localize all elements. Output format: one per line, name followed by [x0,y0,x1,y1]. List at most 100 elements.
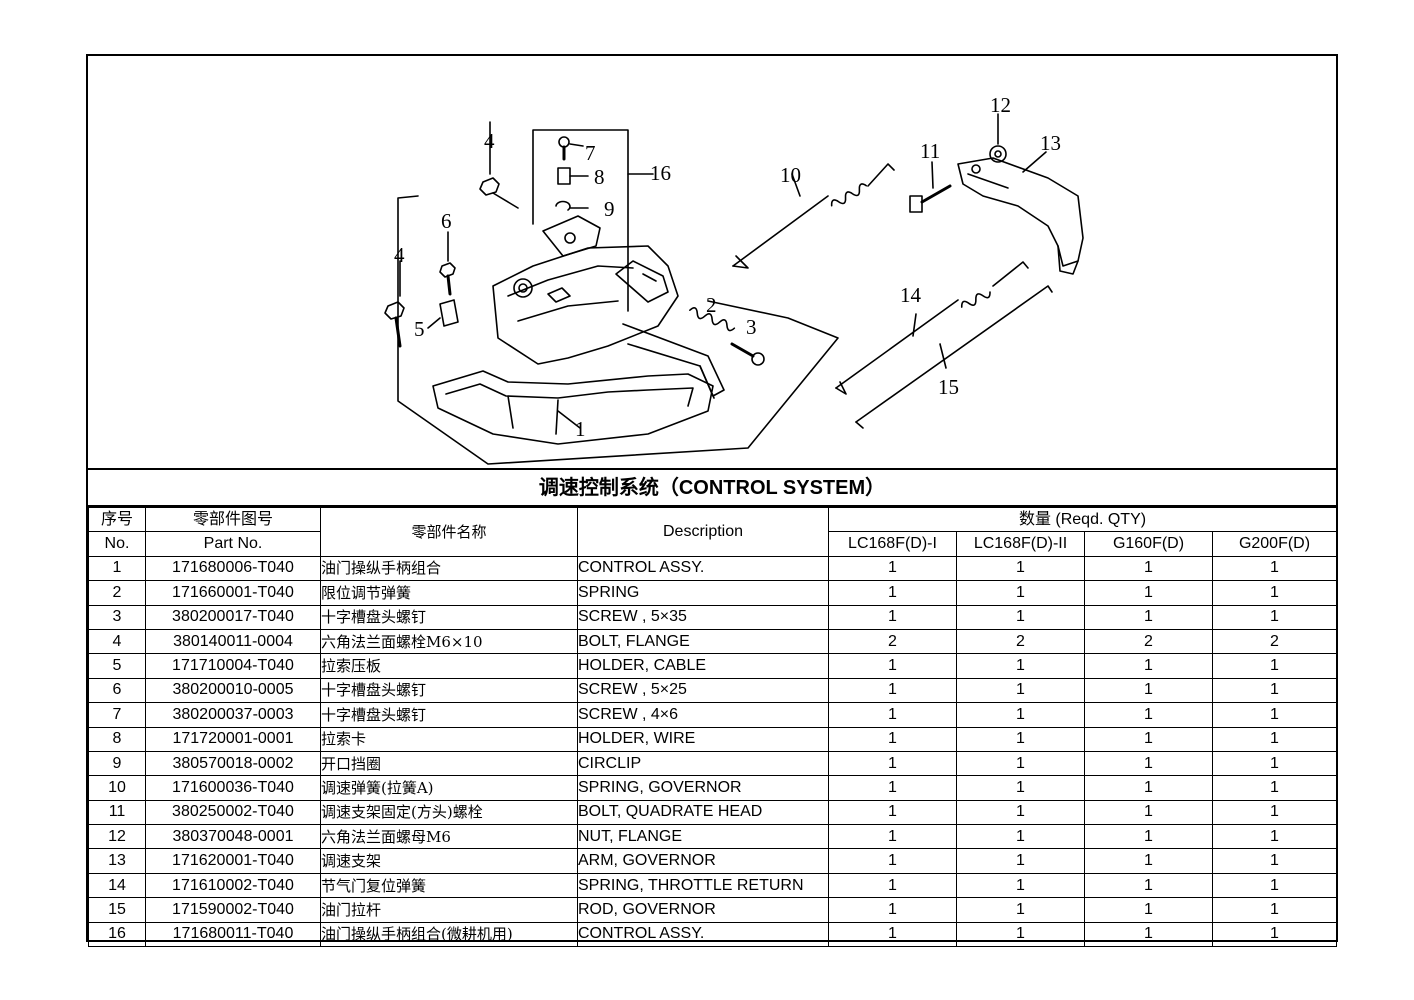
row-qty-1: 1 [828,653,957,679]
row-qty-2: 1 [956,580,1085,606]
row-name-cn: 油门拉杆 [320,897,578,923]
row-qty-1: 1 [828,824,957,850]
header-model-1: LC168F(D)-I [828,531,957,557]
row-qty-3: 1 [1084,555,1213,582]
row-qty-2: 1 [956,872,1085,899]
row-qty-3: 2 [1084,628,1213,655]
row-part-no: 171720001-0001 [145,726,321,752]
row-qty-1: 1 [828,921,957,948]
row-qty-2: 1 [956,653,1085,679]
callout-15: 15 [938,375,959,399]
row-description: HOLDER, CABLE [577,653,829,679]
row-no: 11 [88,799,146,826]
row-name-cn: 十字槽盘头螺钉 [320,702,578,728]
row-qty-2: 1 [956,604,1085,630]
row-qty-3: 1 [1084,897,1213,923]
row-qty-2: 1 [956,824,1085,850]
callout-8: 8 [594,165,605,189]
row-no: 2 [88,580,146,606]
row-qty-3: 1 [1084,677,1213,704]
row-qty-4: 1 [1211,677,1338,704]
row-part-no: 171660001-T040 [145,580,321,606]
row-part-no: 171620001-T040 [145,848,321,874]
row-no: 7 [88,702,146,728]
row-description: SCREW , 4×6 [577,702,829,728]
row-part-no: 380140011-0004 [145,628,321,655]
row-description: SPRING [577,580,829,606]
row-qty-4: 1 [1211,921,1338,948]
row-qty-1: 1 [828,872,957,899]
row-qty-1: 1 [828,799,957,826]
row-description: HOLDER, WIRE [577,726,829,752]
row-part-no: 380200010-0005 [145,677,321,704]
row-qty-4: 1 [1211,799,1338,826]
callout-4-upper: 4 [484,129,495,153]
row-no: 10 [88,775,146,801]
section-title: 调速控制系统（CONTROL SYSTEM） [88,470,1336,507]
diagram-callout-labels: 1 2 3 4 4 5 6 7 8 9 10 11 12 13 14 15 16 [394,93,1061,441]
row-no: 6 [88,677,146,704]
row-part-no: 380570018-0002 [145,750,321,777]
row-no: 14 [88,872,146,899]
row-qty-1: 1 [828,726,957,752]
row-qty-2: 1 [956,921,1085,948]
header-model-2: LC168F(D)-II [956,531,1085,557]
row-qty-3: 1 [1084,824,1213,850]
row-qty-1: 1 [828,580,957,606]
row-no: 4 [88,628,146,655]
row-qty-3: 1 [1084,848,1213,874]
header-part-cn: 零部件图号 [145,506,321,533]
row-part-no: 380370048-0001 [145,824,321,850]
row-qty-2: 1 [956,726,1085,752]
page-frame: 1 2 3 4 4 5 6 7 8 9 10 11 12 13 14 15 16… [86,54,1338,948]
callout-1: 1 [575,417,586,441]
row-description: BOLT, QUADRATE HEAD [577,799,829,826]
row-name-cn: 油门操纵手柄组合(微耕机用) [320,921,578,948]
row-qty-2: 1 [956,775,1085,801]
row-description: SCREW , 5×25 [577,677,829,704]
callout-7: 7 [585,141,596,165]
row-qty-4: 1 [1211,750,1338,777]
row-qty-3: 1 [1084,799,1213,826]
row-description: SPRING, THROTTLE RETURN [577,872,829,899]
row-qty-2: 1 [956,677,1085,704]
row-qty-1: 2 [828,628,957,655]
exploded-diagram: 1 2 3 4 4 5 6 7 8 9 10 11 12 13 14 15 16 [88,56,1336,470]
row-qty-2: 1 [956,848,1085,874]
row-qty-1: 1 [828,897,957,923]
row-qty-4: 1 [1211,580,1338,606]
callout-10: 10 [780,163,801,187]
row-no: 9 [88,750,146,777]
row-qty-1: 1 [828,677,957,704]
row-no: 12 [88,824,146,850]
row-qty-4: 1 [1211,824,1338,850]
row-part-no: 171680011-T040 [145,921,321,948]
callout-14: 14 [900,283,922,307]
row-qty-4: 2 [1211,628,1338,655]
row-no: 13 [88,848,146,874]
parts-table: 序号 零部件图号 零部件名称 Description 数量 (Reqd. QTY… [88,506,1338,948]
row-description: SCREW , 5×35 [577,604,829,630]
row-qty-4: 1 [1211,604,1338,630]
row-part-no: 380200037-0003 [145,702,321,728]
row-name-cn: 调速支架固定(方头)螺栓 [320,799,578,826]
row-description: CIRCLIP [577,750,829,777]
row-no: 5 [88,653,146,679]
row-qty-3: 1 [1084,702,1213,728]
row-name-cn: 限位调节弹簧 [320,580,578,606]
row-name-cn: 开口挡圈 [320,750,578,777]
row-qty-1: 1 [828,555,957,582]
callout-9: 9 [604,197,615,221]
row-qty-4: 1 [1211,848,1338,874]
row-qty-1: 1 [828,775,957,801]
header-model-4: G200F(D) [1211,531,1338,557]
row-qty-3: 1 [1084,872,1213,899]
row-qty-1: 1 [828,702,957,728]
